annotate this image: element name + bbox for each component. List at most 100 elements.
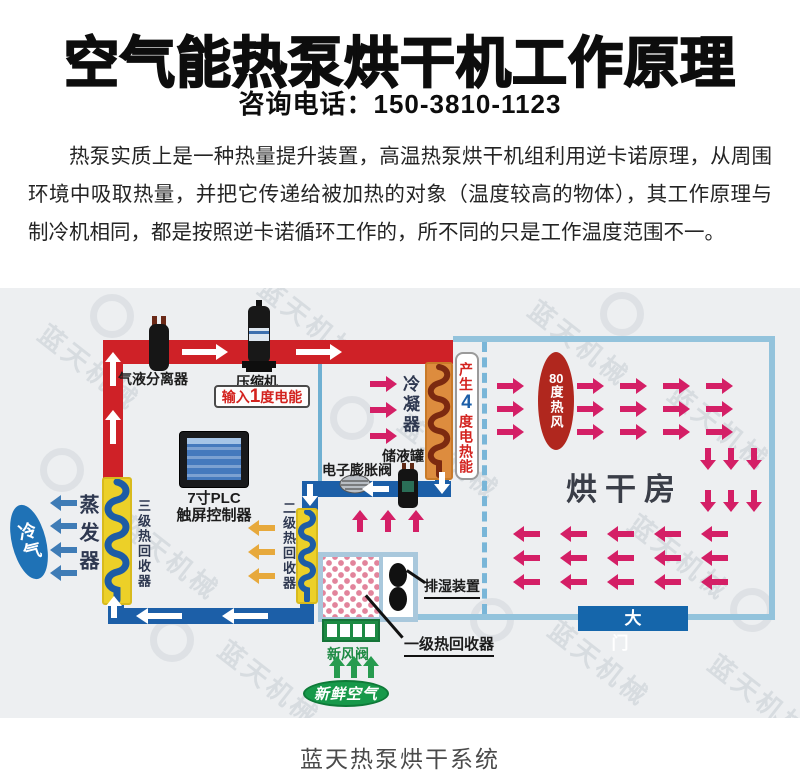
flow-arrow-d-icon — [746, 490, 762, 512]
flow-arrow-l-icon — [701, 574, 728, 590]
plc-screen — [187, 438, 241, 480]
flow-arrow-d-icon — [700, 490, 716, 512]
evaporator-label: 蒸发器 — [76, 494, 98, 578]
flow-arrow-d-icon — [700, 448, 716, 470]
door: 大门 — [578, 606, 688, 653]
flow-arrow-l-icon — [607, 574, 634, 590]
page-title: 空气能热泵烘干机工作原理 — [63, 31, 736, 95]
condenser-label: 冷凝器 — [400, 375, 419, 435]
stage1-recovery-box — [318, 552, 418, 622]
cold-air-oval: 冷气 — [3, 501, 55, 583]
watermark-text: 蓝天机械 — [702, 648, 800, 718]
stage3-label: 三级热回收器 — [136, 499, 151, 589]
flow-arrow-l-icon — [560, 574, 587, 590]
flow-arrow-l-icon — [50, 565, 77, 581]
flow-arrow-l-icon — [248, 568, 275, 584]
input-energy-badge: 输入1度电能 — [214, 385, 310, 408]
condenser-coil — [425, 362, 453, 480]
flow-arrow-r-icon — [296, 344, 342, 360]
flow-arrow-u-icon — [352, 510, 368, 532]
flow-arrow-r-icon — [370, 376, 397, 392]
room-border-top — [453, 336, 775, 342]
flow-arrow-l-icon — [50, 495, 77, 511]
plc-label: 7寸PLC 触屏控制器 — [176, 490, 252, 524]
fresh-air-oval: 新鲜空气 — [303, 680, 389, 707]
plc-controller — [179, 431, 249, 488]
compressor — [240, 300, 278, 377]
flow-arrow-l-icon — [654, 550, 681, 566]
cold-air-label: 冷气 — [14, 520, 44, 564]
watermark-logo-icon — [90, 294, 134, 338]
flow-arrow-r-icon — [182, 344, 228, 360]
flow-arrow-l-icon — [513, 550, 540, 566]
flow-arrow-r-icon — [706, 424, 733, 440]
room-partition-dashed — [482, 342, 487, 614]
valve-label: 电子膨胀阀 — [322, 462, 392, 478]
dehumidifier-fan-icon — [389, 563, 407, 611]
pipe-cold-bottom — [108, 608, 314, 624]
flow-arrow-l-icon — [560, 550, 587, 566]
room-border-bottom — [318, 614, 775, 620]
flow-arrow-r-icon — [497, 378, 524, 394]
flow-arrow-u-icon — [380, 510, 396, 532]
flow-arrow-l-icon — [560, 526, 587, 542]
flow-arrow-r-icon — [370, 428, 397, 444]
watermark-logo-icon — [470, 598, 514, 642]
fresh-air-label: 新鲜空气 — [313, 686, 378, 703]
separator-label: 气液分离器 — [118, 371, 188, 387]
flow-arrow-l-icon — [701, 550, 728, 566]
dehumidifier-cell — [383, 557, 413, 617]
flow-arrow-d-icon — [746, 448, 762, 470]
flow-arrow-r-icon — [620, 401, 647, 417]
liquid-tank — [395, 463, 421, 514]
watermark-logo-icon — [150, 618, 194, 662]
flow-arrow-d-icon — [723, 448, 739, 470]
flow-arrow-u-icon — [346, 656, 362, 678]
flow-arrow-r-icon — [620, 424, 647, 440]
flow-arrow-u-icon — [408, 510, 424, 532]
room-border-right — [769, 336, 775, 620]
flow-arrow-d-icon — [302, 484, 318, 506]
watermark-text: 蓝天机械 — [212, 634, 326, 718]
watermark-logo-icon — [330, 396, 374, 440]
flow-arrow-d-icon — [723, 490, 739, 512]
dehumidifier-label: 排湿装置 — [424, 576, 480, 599]
sensor-line — [318, 347, 322, 483]
flow-arrow-r-icon — [620, 378, 647, 394]
flow-arrow-l-icon — [654, 526, 681, 542]
flow-arrow-r-icon — [577, 401, 604, 417]
stage2-coil — [296, 508, 318, 604]
flow-arrow-d-icon — [434, 472, 450, 494]
caption: 蓝天热泵烘干系统 — [300, 746, 500, 772]
flow-arrow-u-icon — [363, 656, 379, 678]
flow-arrow-u-icon — [106, 596, 122, 618]
flow-arrow-l-icon — [701, 526, 728, 542]
flow-arrow-l-icon — [248, 520, 275, 536]
flow-arrow-l-icon — [513, 526, 540, 542]
flow-arrow-l-icon — [362, 481, 389, 497]
phone-number: 咨询电话：150-3810-1123 — [238, 89, 562, 119]
flow-arrow-l-icon — [654, 574, 681, 590]
flow-arrow-l-icon — [607, 550, 634, 566]
flow-arrow-r-icon — [663, 401, 690, 417]
hot-air-label: 80度热风 — [548, 372, 564, 430]
intro-paragraph: 热泵实质上是一种热量提升装置，高温热泵烘干机组利用逆卡诺原理，从周围环境中吸取热… — [28, 145, 772, 244]
flow-arrow-r-icon — [706, 401, 733, 417]
flow-arrow-r-icon — [577, 424, 604, 440]
watermark-logo-icon — [730, 588, 774, 632]
flow-arrow-l-icon — [222, 608, 268, 624]
flow-arrow-u-icon — [329, 656, 345, 678]
flow-arrow-u-icon — [105, 352, 121, 386]
flow-arrow-r-icon — [497, 424, 524, 440]
flow-arrow-r-icon — [497, 401, 524, 417]
watermark-text: 蓝天机械 — [32, 318, 146, 417]
hot-air-oval: 80度热风 — [538, 352, 574, 450]
flow-arrow-l-icon — [513, 574, 540, 590]
flow-arrow-r-icon — [577, 378, 604, 394]
stage2-label: 二级热回收器 — [281, 501, 296, 591]
gas-liquid-separator — [146, 316, 172, 377]
watermark-logo-icon — [600, 292, 644, 336]
stage1-label: 一级热回收器 — [404, 633, 495, 657]
flow-arrow-r-icon — [663, 424, 690, 440]
flow-arrow-u-icon — [105, 410, 121, 444]
